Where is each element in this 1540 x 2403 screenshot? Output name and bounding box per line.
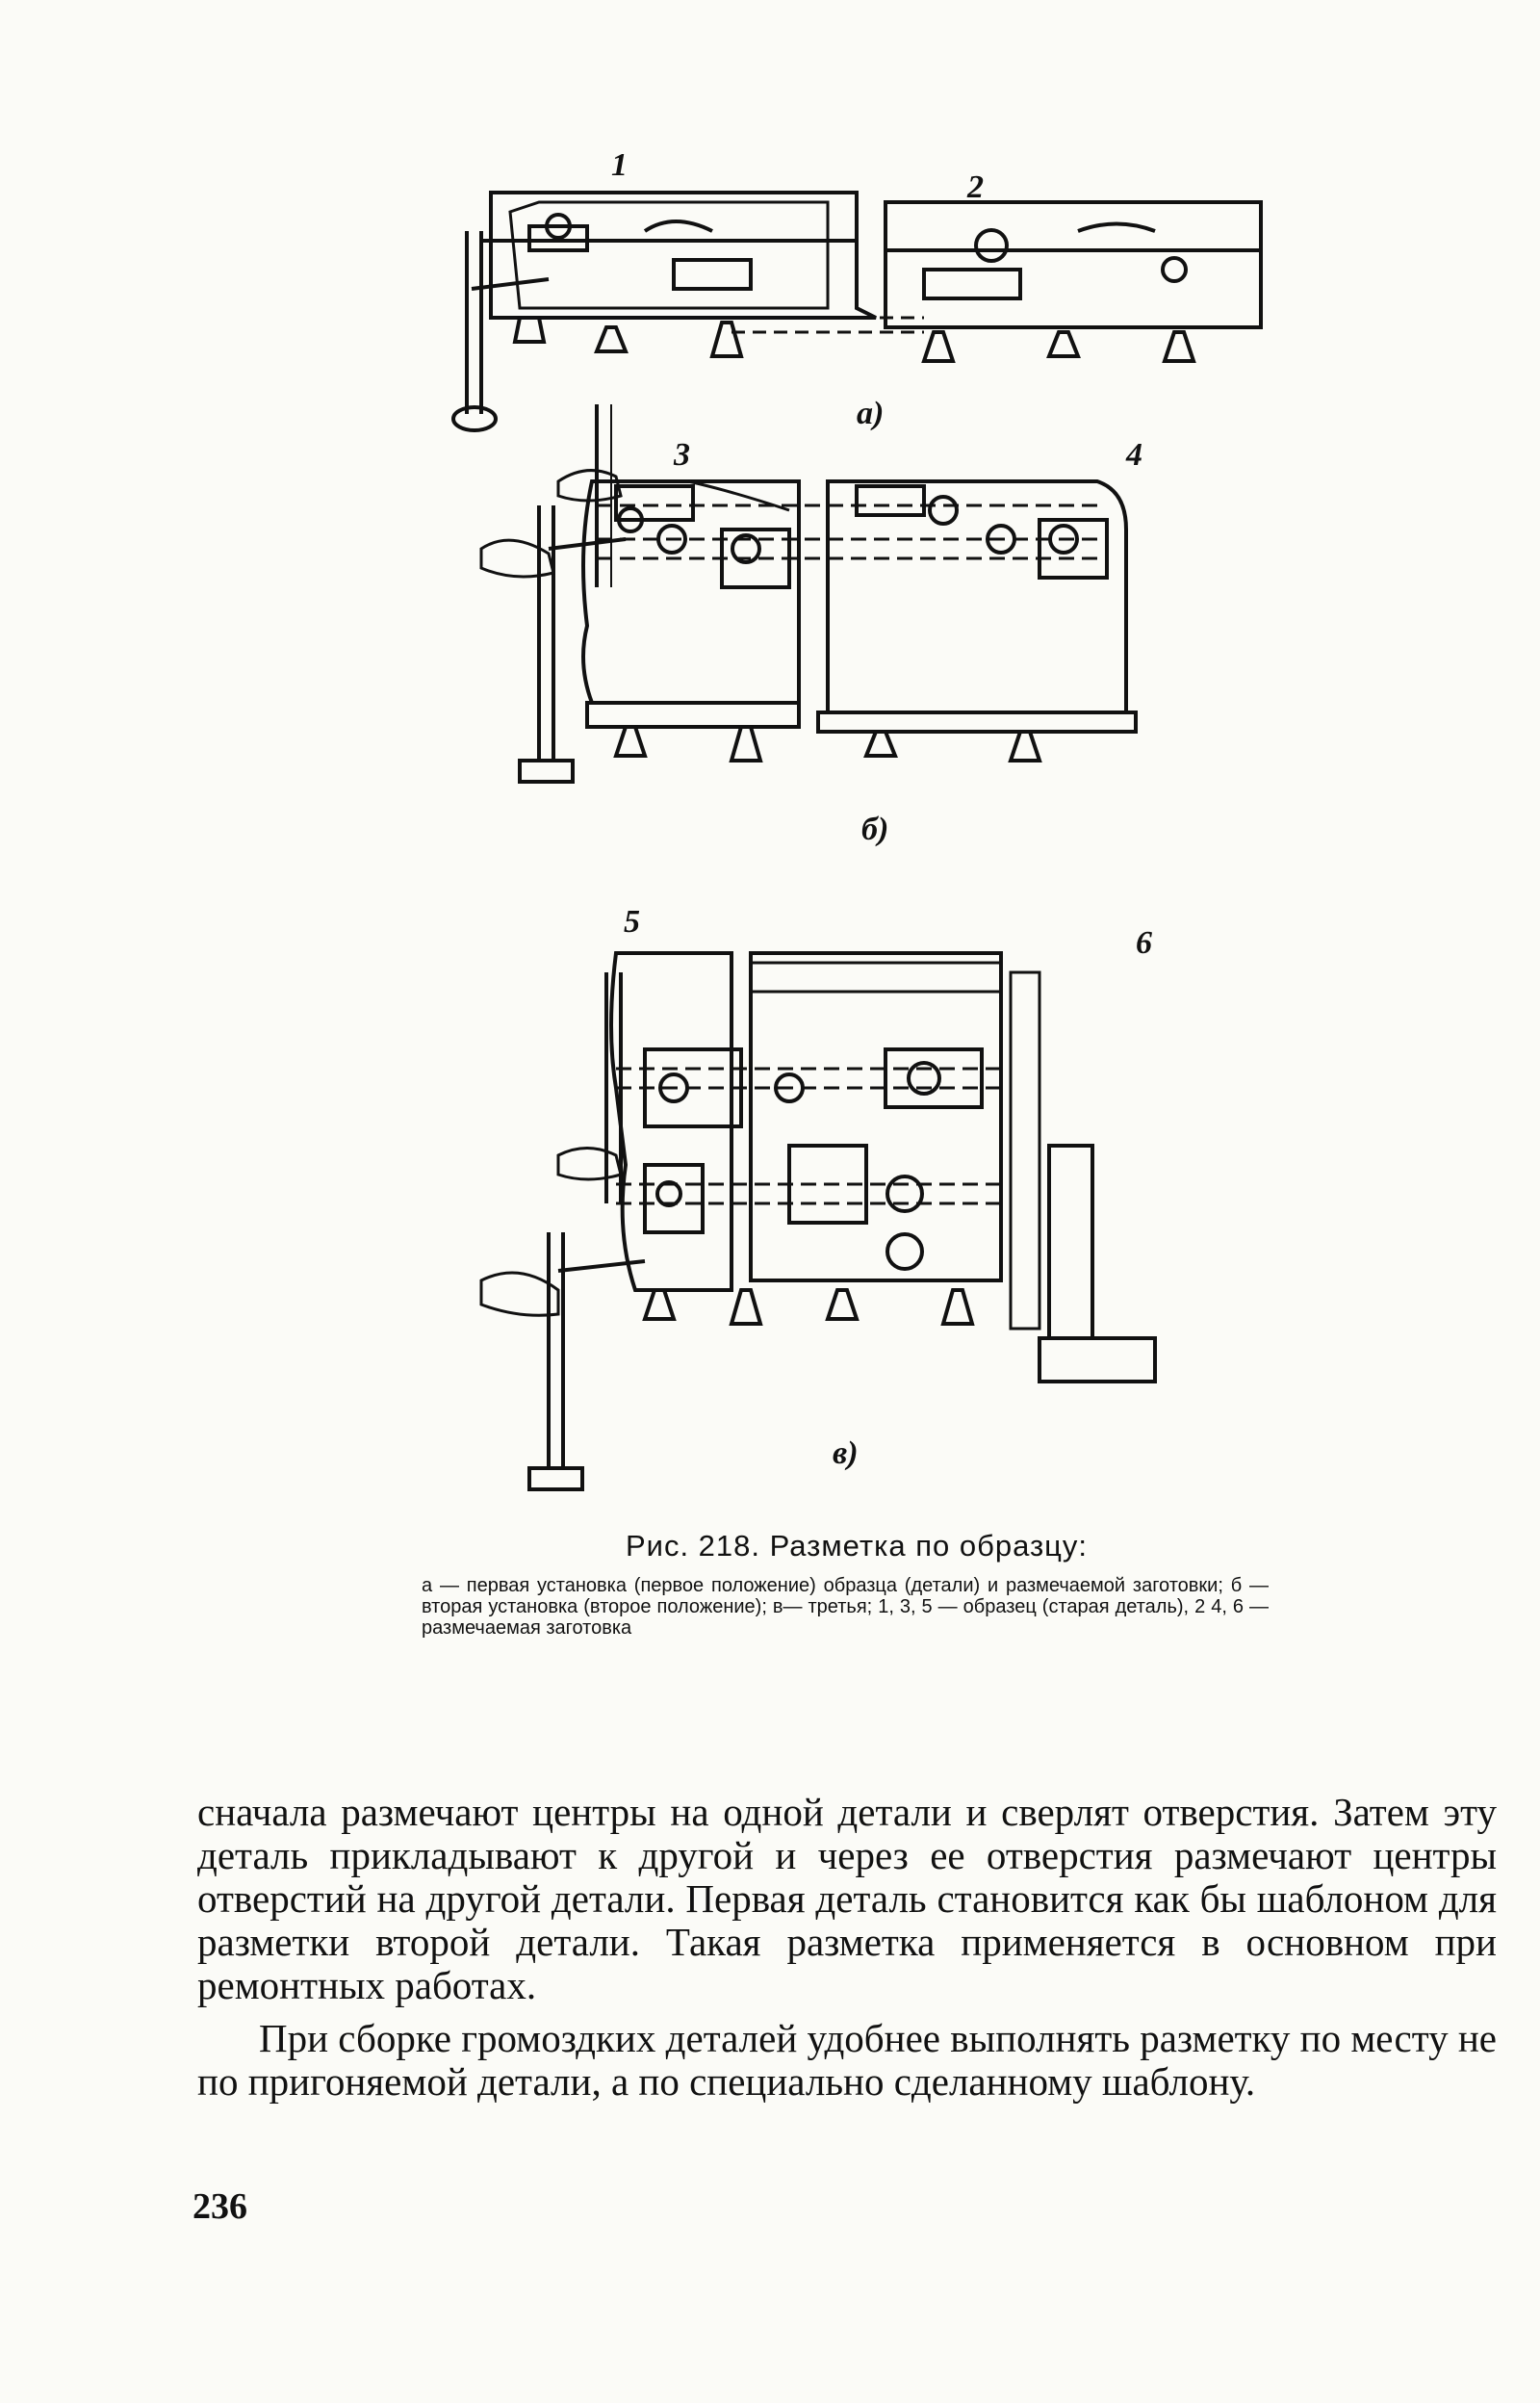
figure-caption-title: Рис. 218. Разметка по образцу:	[625, 1529, 1089, 1563]
part-label-1: 1	[611, 147, 628, 183]
body-text: сначала размечают центры на одной детали…	[197, 1791, 1497, 2104]
part-label-6: 6	[1136, 925, 1152, 961]
part-label-4: 4	[1125, 437, 1142, 473]
sub-label-c: в)	[833, 1435, 859, 1471]
sub-figure-a	[451, 191, 1263, 432]
paragraph: сначала размечают центры на одной детали…	[197, 1790, 1497, 2007]
sub-figure-b	[479, 404, 1138, 784]
page-number: 236	[192, 2186, 247, 2227]
figure-218: 1 2 3 4 5 6 а) б) в)	[424, 125, 1290, 1550]
part-label-2: 2	[966, 169, 984, 205]
part-label-5: 5	[624, 904, 640, 940]
figure-illustration: 1 2 3 4 5 6 а) б) в)	[451, 147, 1263, 1491]
sub-figure-c	[479, 951, 1157, 1491]
figure-caption-body: а — первая установка (первое положение) …	[422, 1575, 1269, 1639]
sub-label-a: а)	[857, 396, 884, 431]
sub-label-b: б)	[861, 812, 888, 847]
part-label-3: 3	[673, 437, 690, 473]
paragraph: При сборке громоздких деталей удобнее вы…	[197, 2016, 1497, 2104]
